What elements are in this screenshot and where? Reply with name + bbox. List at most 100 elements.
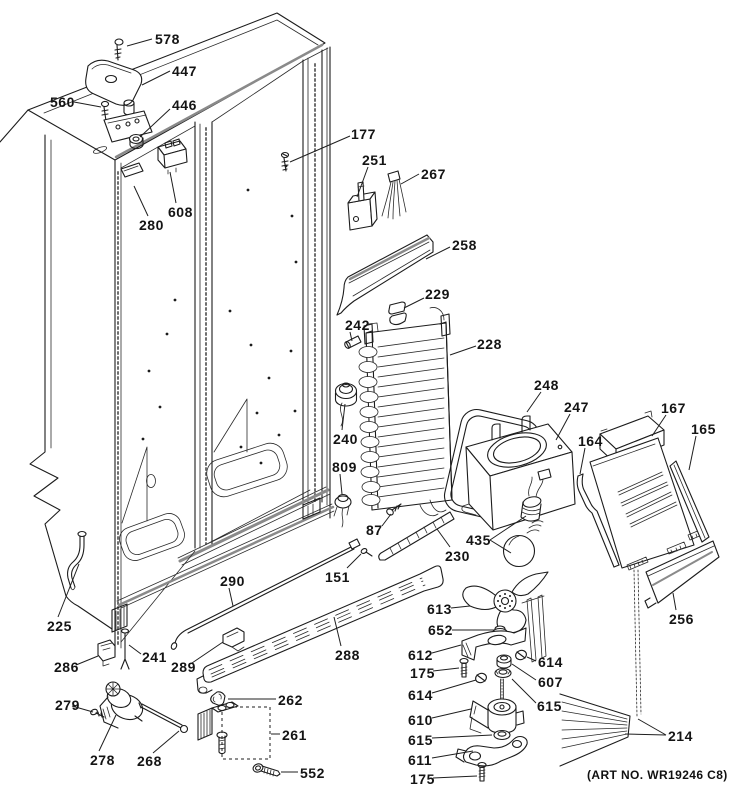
part-callout-214-49: 214 <box>668 728 693 744</box>
part-286-clip <box>97 639 116 667</box>
part-268-rod <box>138 702 189 734</box>
part-613-fan-blade <box>462 571 549 663</box>
leader-line-165-47 <box>688 435 697 471</box>
part-87-screw <box>386 503 402 516</box>
leader-line-279-24 <box>71 705 94 713</box>
leader-line-251-7 <box>356 166 369 198</box>
leader-line-611-40 <box>431 750 474 759</box>
part-614-clip-left <box>475 672 487 684</box>
leader-line-435-44 <box>489 515 527 541</box>
part-callout-608-5: 608 <box>168 204 193 220</box>
part-callout-175-33: 175 <box>410 665 435 681</box>
leader-line-230-16 <box>436 528 451 548</box>
part-callout-280-4: 280 <box>139 217 164 233</box>
part-callout-286-22: 286 <box>54 659 79 675</box>
part-callout-610-38: 610 <box>408 712 433 728</box>
part-callout-167-46: 167 <box>661 400 686 416</box>
part-callout-447-1: 447 <box>172 63 197 79</box>
part-165-trim <box>669 460 710 543</box>
leader-line-175-33 <box>432 667 460 672</box>
part-callout-552-29: 552 <box>300 765 325 781</box>
leader-line-608-5 <box>169 171 177 204</box>
leader-line-164-45 <box>579 447 586 475</box>
leader-line-151-17 <box>346 553 362 569</box>
part-callout-240-13: 240 <box>333 431 358 447</box>
leader-line-447-1 <box>141 70 171 86</box>
part-callout-279-24: 279 <box>55 697 80 713</box>
leader-line-87-15 <box>381 513 392 527</box>
leader-line-280-4 <box>133 185 149 217</box>
leader-line-615-39 <box>431 734 493 739</box>
leader-line-286-22 <box>75 655 99 666</box>
part-callout-87-15: 87 <box>366 522 383 538</box>
part-229-clamp <box>388 301 407 326</box>
part-callout-165-47: 165 <box>691 421 716 437</box>
part-callout-560-2: 560 <box>50 94 75 110</box>
part-214-side-panel <box>559 569 642 767</box>
leader-line-809-14 <box>339 473 343 495</box>
leader-line-615-36 <box>511 678 537 704</box>
part-175-screw-upper <box>459 657 469 678</box>
part-callout-615-39: 615 <box>408 732 433 748</box>
leader-line-214-49 <box>624 733 667 736</box>
part-177-screw <box>280 151 290 172</box>
part-callout-612-32: 612 <box>408 647 433 663</box>
wall-oval-hole <box>146 474 156 488</box>
part-callout-652-31: 652 <box>428 622 453 638</box>
part-164-trim <box>576 473 620 568</box>
leader-line-248-42 <box>526 391 542 413</box>
part-290-heater-tube <box>170 538 361 650</box>
leader-line-228-12 <box>449 345 477 356</box>
part-callout-242-11: 242 <box>345 317 370 333</box>
leader-line-290-18 <box>228 587 234 607</box>
part-callout-241-23: 241 <box>142 649 167 665</box>
leader-line-610-38 <box>431 708 472 719</box>
part-callout-614-37: 614 <box>408 687 433 703</box>
part-callout-262-27: 262 <box>278 692 303 708</box>
part-evaporator-cover <box>589 437 703 571</box>
part-callout-615-36: 615 <box>537 698 562 714</box>
part-callout-261-28: 261 <box>282 727 307 743</box>
part-809-sensor <box>333 493 352 528</box>
part-callout-251-7: 251 <box>362 152 387 168</box>
part-callout-256-48: 256 <box>669 611 694 627</box>
part-callout-247-43: 247 <box>564 399 589 415</box>
leader-line-258-9 <box>425 246 451 260</box>
part-callout-278-25: 278 <box>90 752 115 768</box>
part-callout-290-18: 290 <box>220 573 245 589</box>
part-289-end-cap <box>222 627 245 652</box>
floor-pan-recesses <box>119 442 288 561</box>
leader-line-240-13 <box>341 403 346 431</box>
panel-rivet-dots <box>141 164 298 465</box>
part-240-thermostat <box>334 382 358 427</box>
part-258-shield-panel <box>336 234 434 316</box>
part-callout-267-8: 267 <box>421 166 446 182</box>
art-number-label: (ART NO. WR19246 C8) <box>587 768 728 782</box>
part-615-grommet-lower <box>493 729 511 741</box>
leader-line-177-6 <box>289 135 351 163</box>
part-callout-228-12: 228 <box>477 336 502 352</box>
part-callout-230-16: 230 <box>445 548 470 564</box>
part-callout-248-42: 248 <box>534 377 559 393</box>
leader-line-614-34 <box>526 656 537 662</box>
leader-line-242-11 <box>349 331 353 342</box>
leader-line-578-0 <box>126 38 153 47</box>
part-228-evaporator <box>358 307 453 517</box>
leader-line-225-21 <box>57 563 80 618</box>
part-608-switch <box>157 138 188 175</box>
part-247-fan-shroud <box>461 415 576 531</box>
part-callout-613-30: 613 <box>427 601 452 617</box>
part-251-solenoid <box>347 181 378 231</box>
leader-line-446-3 <box>139 108 171 138</box>
part-611-bracket <box>455 735 528 767</box>
leader-line-613-30 <box>450 605 471 609</box>
part-callout-288-20: 288 <box>335 647 360 663</box>
part-callout-435-44: 435 <box>466 532 491 548</box>
part-615-grommet-upper <box>494 667 512 679</box>
part-241-pin <box>120 628 130 670</box>
part-267-wire-harness <box>381 170 407 220</box>
leader-line-167-46 <box>651 414 667 437</box>
leader-line-247-43 <box>555 413 571 441</box>
